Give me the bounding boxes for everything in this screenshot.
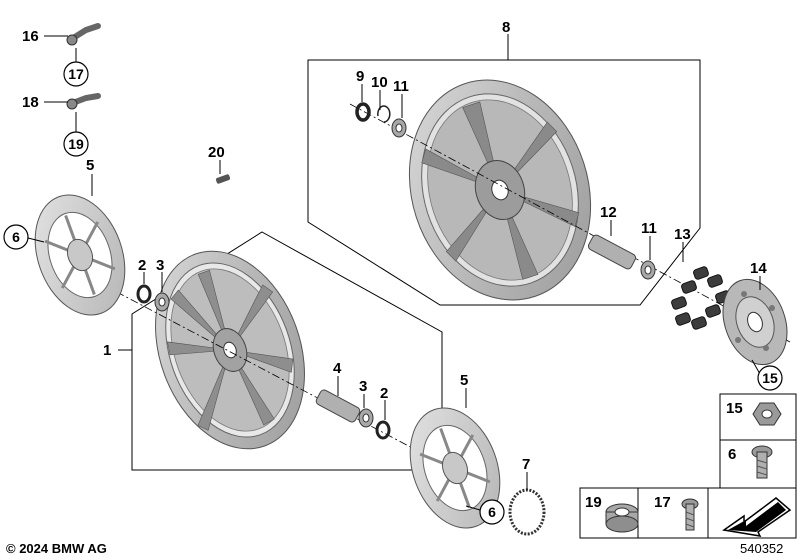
label-6-circled-right: 6 bbox=[488, 504, 496, 520]
label-5-left: 5 bbox=[86, 157, 94, 174]
bearing-11-upper bbox=[391, 118, 407, 138]
label-2-left: 2 bbox=[138, 257, 146, 274]
valve-18 bbox=[66, 93, 101, 110]
legend-label-19: 19 bbox=[585, 494, 602, 511]
legend-label-6: 6 bbox=[728, 446, 736, 463]
label-20: 20 bbox=[208, 144, 225, 161]
brake-disc-right bbox=[409, 407, 501, 529]
label-11-lower: 11 bbox=[641, 220, 657, 237]
label-16: 16 bbox=[22, 28, 39, 45]
leader-lines bbox=[27, 35, 761, 511]
snap-ring-10 bbox=[377, 105, 391, 123]
reference-arrow-icon bbox=[722, 497, 792, 537]
rubber-damper-set-13 bbox=[671, 266, 731, 330]
label-3-left: 3 bbox=[156, 257, 164, 274]
label-17-circled: 17 bbox=[68, 66, 84, 82]
circlip-2-right bbox=[375, 420, 391, 440]
label-12: 12 bbox=[600, 204, 617, 221]
brake-disc-left bbox=[34, 194, 126, 316]
legend-label-15: 15 bbox=[726, 400, 743, 417]
copyright-notice: © 2024 BMW AG bbox=[6, 541, 107, 556]
label-3-right: 3 bbox=[359, 378, 367, 395]
label-11-upper: 11 bbox=[393, 78, 409, 95]
label-5-right: 5 bbox=[460, 372, 468, 389]
spacer-sleeve-4 bbox=[315, 389, 361, 423]
label-4: 4 bbox=[333, 360, 342, 377]
rear-wheel bbox=[408, 79, 592, 301]
bearing-3-right bbox=[358, 408, 374, 428]
front-wheel bbox=[155, 250, 305, 450]
label-2-right: 2 bbox=[380, 385, 388, 402]
bolt-17 bbox=[681, 498, 699, 531]
circlip-2-left bbox=[136, 284, 152, 304]
legend-label-17: 17 bbox=[654, 494, 671, 511]
bolt-6 bbox=[751, 445, 773, 479]
spacer-sleeve-12 bbox=[587, 234, 637, 270]
circled-labels: 17 19 6 6 15 bbox=[3, 61, 783, 525]
label-8: 8 bbox=[502, 19, 510, 36]
label-13: 13 bbox=[674, 226, 691, 243]
bearing-11-lower bbox=[640, 260, 656, 280]
drive-flange-14 bbox=[722, 278, 788, 366]
label-10: 10 bbox=[371, 74, 388, 91]
label-15-circled: 15 bbox=[762, 370, 778, 386]
label-14: 14 bbox=[750, 260, 767, 277]
label-18: 18 bbox=[22, 94, 39, 111]
sensor-ring-7 bbox=[508, 488, 546, 536]
label-1: 1 bbox=[103, 342, 111, 359]
fastener-legend: 15 6 19 17 bbox=[579, 393, 797, 539]
nut-15 bbox=[752, 402, 782, 426]
valve-16 bbox=[66, 23, 101, 46]
seal-9 bbox=[355, 102, 371, 122]
callout-labels: 16 18 5 2 3 1 4 3 2 5 7 20 8 9 10 11 12 … bbox=[22, 19, 767, 473]
label-19-circled: 19 bbox=[68, 136, 84, 152]
label-6-circled-left: 6 bbox=[12, 229, 20, 245]
bearing-3-left bbox=[154, 292, 170, 312]
balance-weight-20 bbox=[215, 174, 231, 184]
collar-nut-19 bbox=[605, 503, 639, 533]
label-7: 7 bbox=[522, 456, 530, 473]
document-number: 540352 bbox=[740, 541, 784, 556]
label-9: 9 bbox=[356, 68, 364, 85]
rear-wheel-group-frame bbox=[307, 59, 701, 306]
